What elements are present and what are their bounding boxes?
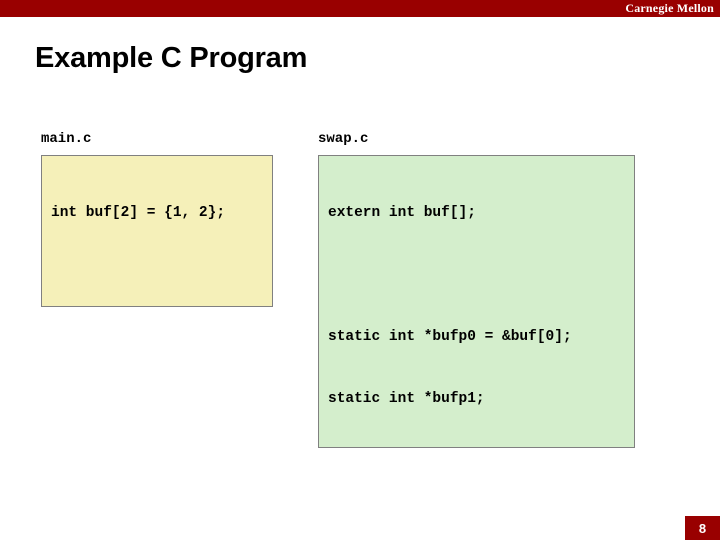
page-number-badge: 8	[685, 516, 720, 540]
header-bar: Carnegie Mellon	[0, 0, 720, 17]
file-label-swap-c: swap.c	[318, 131, 369, 147]
file-label-main-c: main.c	[41, 131, 92, 147]
code-line: static int *bufp1;	[328, 390, 485, 407]
page-title: Example C Program	[35, 42, 308, 74]
code-line	[51, 265, 272, 286]
code-line: static int *bufp0 = &buf[0];	[328, 328, 572, 345]
code-panel-swap-c: extern int buf[]; static int *bufp0 = &b…	[318, 155, 635, 448]
brand-label: Carnegie Mellon	[625, 1, 714, 15]
code-line	[328, 265, 634, 286]
code-line: int buf[2] = {1, 2};	[51, 205, 226, 222]
code-line: extern int buf[];	[328, 205, 476, 222]
code-panel-main-c: int buf[2] = {1, 2}; int main() { swap()…	[41, 155, 273, 307]
